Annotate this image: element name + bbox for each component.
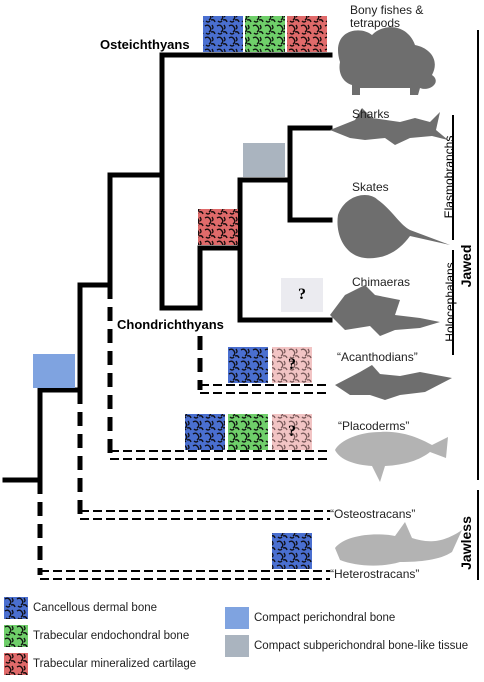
legend-item-trabecular-cartilage: Trabecular mineralized cartilage <box>4 653 196 675</box>
group-jawed: Jawed <box>458 244 474 288</box>
tile-acanthodians-cancellous <box>228 347 268 383</box>
trabecular-cartilage-swatch-icon <box>4 653 28 675</box>
tile-chimaeras-unknown <box>281 278 323 312</box>
cancellous-swatch-icon <box>4 597 28 619</box>
acanthodian-silhouette <box>335 365 452 400</box>
tetrapod-silhouette <box>337 27 436 95</box>
tile-acanthodians-unknown <box>272 347 312 383</box>
silhouettes <box>330 27 462 566</box>
legend-item-trabecular-endochondral: Trabecular endochondral bone <box>4 625 189 647</box>
compact-subperichondral-swatch-icon <box>225 635 249 657</box>
legend-label: Compact subperichondral bone-like tissue <box>254 640 469 652</box>
tile-osteichthyans-cancellous <box>203 16 243 52</box>
legend-item-cancellous: Cancellous dermal bone <box>4 597 157 619</box>
legend-item-compact-subperichondral: Compact subperichondral bone-like tissue <box>225 635 468 657</box>
tree-branches <box>2 52 333 483</box>
skate-silhouette <box>337 195 450 259</box>
tile-osteichthyans-trabecular-endochondral <box>245 16 285 52</box>
legend-label: Compact perichondral bone <box>254 612 396 624</box>
unknown-mark-acanthodians: ? <box>288 356 296 373</box>
taxon-bony-fishes: Bony fishes & tetrapods <box>350 3 424 30</box>
extinct-lineages <box>40 384 330 580</box>
tile-placoderms-cancellous <box>185 414 225 450</box>
legend-label: Trabecular endochondral bone <box>33 630 190 642</box>
placoderm-silhouette <box>335 431 448 482</box>
taxon-sharks: Sharks <box>352 107 390 121</box>
compact-perichondral-swatch-icon <box>225 607 249 629</box>
group-elasmobranchs: Elasmobranchs <box>442 135 456 219</box>
legend-label: Cancellous dermal bone <box>33 602 158 614</box>
shark-silhouette <box>330 108 448 145</box>
tile-heterostracans-cancellous <box>272 533 312 569</box>
chimaera-silhouette <box>330 285 440 336</box>
taxon-heterostracans: “Heterostracans” <box>330 567 420 581</box>
trabecular-endochondral-swatch-icon <box>4 625 28 647</box>
group-jawless: Jawless <box>458 516 474 570</box>
tissue-tiles <box>33 16 327 569</box>
tile-placoderms-trabecular-endochondral <box>228 414 268 450</box>
tile-elasmobranchs-compact-subperichondral <box>243 143 285 177</box>
tile-osteichthyans-trabecular-cartilage <box>287 16 327 52</box>
stem-dashes <box>37 285 203 575</box>
heterostracan-silhouette <box>335 522 462 566</box>
unknown-mark-placoderms: ? <box>288 423 296 440</box>
legend-label: Trabecular mineralized cartilage <box>33 658 197 670</box>
tile-placoderms-unknown <box>272 414 312 450</box>
taxon-placoderms: “Placoderms” <box>338 419 410 433</box>
taxon-chimaeras: Chimaeras <box>352 275 411 289</box>
tile-gnathostomes-compact-perichondral <box>33 354 75 388</box>
tile-chondrichthyans-trabecular-cartilage <box>198 209 238 245</box>
taxon-skates: Skates <box>352 180 389 194</box>
unknown-mark-chimaeras: ? <box>298 286 306 303</box>
legend-item-compact-perichondral: Compact perichondral bone <box>225 607 395 629</box>
clade-osteichthyans: Osteichthyans <box>100 37 190 52</box>
group-holocephalans: Holocephalans <box>443 262 457 342</box>
clade-chondrichthyans: Chondrichthyans <box>117 317 224 332</box>
taxon-acanthodians: “Acanthodians” <box>337 350 418 364</box>
group-bars <box>452 30 479 580</box>
taxon-osteostracans: “Osteostracans” <box>330 507 416 521</box>
